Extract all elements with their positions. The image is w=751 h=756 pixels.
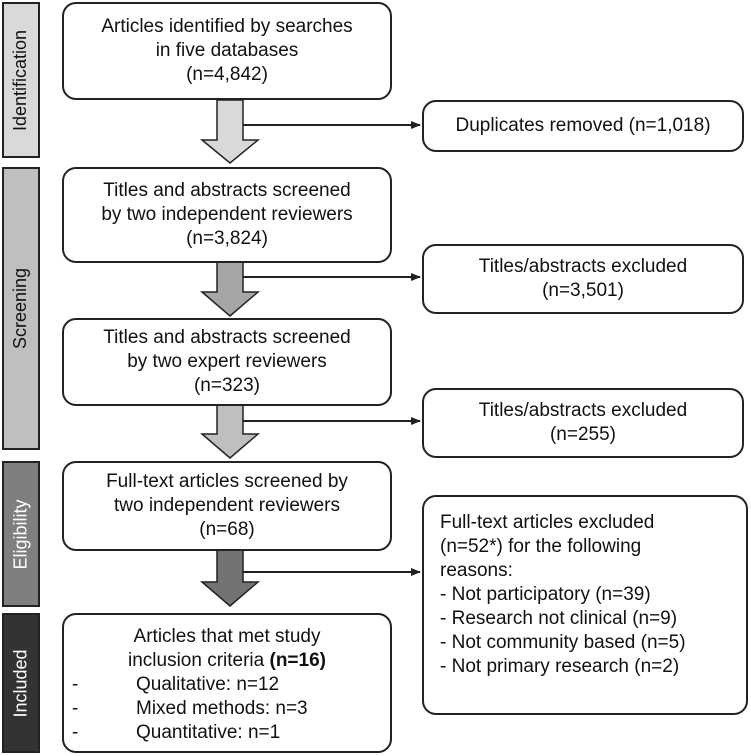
down-arrow-screening2	[199, 403, 261, 459]
fulltext-excluded-line2: (n=52*) for the following	[440, 536, 642, 557]
screen1-line2: by two independent reviewers	[101, 204, 353, 225]
fulltext-count: (n=68)	[199, 519, 255, 540]
phase-screening: Screening	[2, 167, 40, 450]
excluded1-count: (n=3,501)	[542, 280, 624, 301]
included-item-text: Quantitative: n=1	[136, 722, 281, 743]
included-item: - Mixed methods: n=3	[64, 697, 390, 721]
exclusion-reason: - Not participatory (n=39)	[440, 584, 651, 605]
exclusion-reason: - Not community based (n=5)	[440, 632, 686, 653]
included-line1: Articles that met study	[133, 626, 321, 647]
included-count: (n=16)	[269, 650, 327, 671]
screen1-count: (n=3,824)	[186, 228, 268, 249]
exclusion-reason: - Not primary research (n=2)	[440, 656, 680, 677]
screen2-count: (n=323)	[193, 375, 261, 396]
bullet-dash: -	[72, 722, 79, 743]
fulltext-excluded-line3: reasons:	[440, 560, 513, 581]
duplicates-text: Duplicates removed (n=1,018)	[455, 115, 711, 136]
excluded2-count: (n=255)	[549, 424, 617, 445]
box-fulltext-excluded: Full-text articles excluded (n=52*) for …	[422, 495, 748, 715]
phase-identification: Identification	[2, 2, 40, 158]
included-item: - Qualitative: n=12	[64, 673, 390, 697]
box-duplicates-removed: Duplicates removed (n=1,018)	[422, 100, 744, 152]
excluded2-line1: Titles/abstracts excluded	[478, 400, 688, 421]
screen2-line2: by two expert reviewers	[127, 351, 327, 372]
phase-eligibility: Eligibility	[2, 461, 40, 607]
bullet-dash: -	[72, 674, 79, 695]
exclusion-reason: - Research not clinical (n=9)	[440, 608, 678, 629]
box-records-identified: Articles identified by searches in five …	[62, 2, 392, 100]
box-studies-included: Articles that met study inclusion criter…	[62, 613, 392, 753]
included-line2-prefix: inclusion criteria	[128, 650, 270, 671]
screen1-line1: Titles and abstracts screened	[103, 180, 351, 201]
box-fulltext-screened: Full-text articles screened by two indep…	[62, 461, 392, 551]
included-item-text: Qualitative: n=12	[136, 674, 280, 695]
identified-count: (n=4,842)	[186, 64, 268, 85]
fulltext-line1: Full-text articles screened by	[106, 471, 348, 492]
down-arrow-identification	[199, 99, 261, 164]
included-line2: inclusion criteria (n=16)	[64, 649, 390, 673]
screen2-line1: Titles and abstracts screened	[103, 327, 351, 348]
excluded1-line1: Titles/abstracts excluded	[478, 256, 688, 277]
box-screening-expert: Titles and abstracts screened by two exp…	[62, 318, 392, 406]
box-titles-excluded-2: Titles/abstracts excluded (n=255)	[422, 388, 744, 458]
fulltext-line2: two independent reviewers	[113, 495, 341, 516]
down-arrow-eligibility	[199, 549, 261, 607]
box-titles-excluded-1: Titles/abstracts excluded (n=3,501)	[422, 244, 744, 314]
identified-line2: in five databases	[155, 40, 299, 61]
down-arrow-screening1	[199, 261, 261, 317]
fulltext-excluded-line1: Full-text articles excluded	[440, 512, 655, 533]
included-item: - Quantitative: n=1	[64, 721, 390, 745]
identified-line1: Articles identified by searches	[101, 16, 353, 37]
phase-included: Included	[2, 613, 40, 753]
bullet-dash: -	[72, 698, 79, 719]
included-item-text: Mixed methods: n=3	[136, 698, 308, 719]
box-screening-independent: Titles and abstracts screened by two ind…	[62, 167, 392, 263]
